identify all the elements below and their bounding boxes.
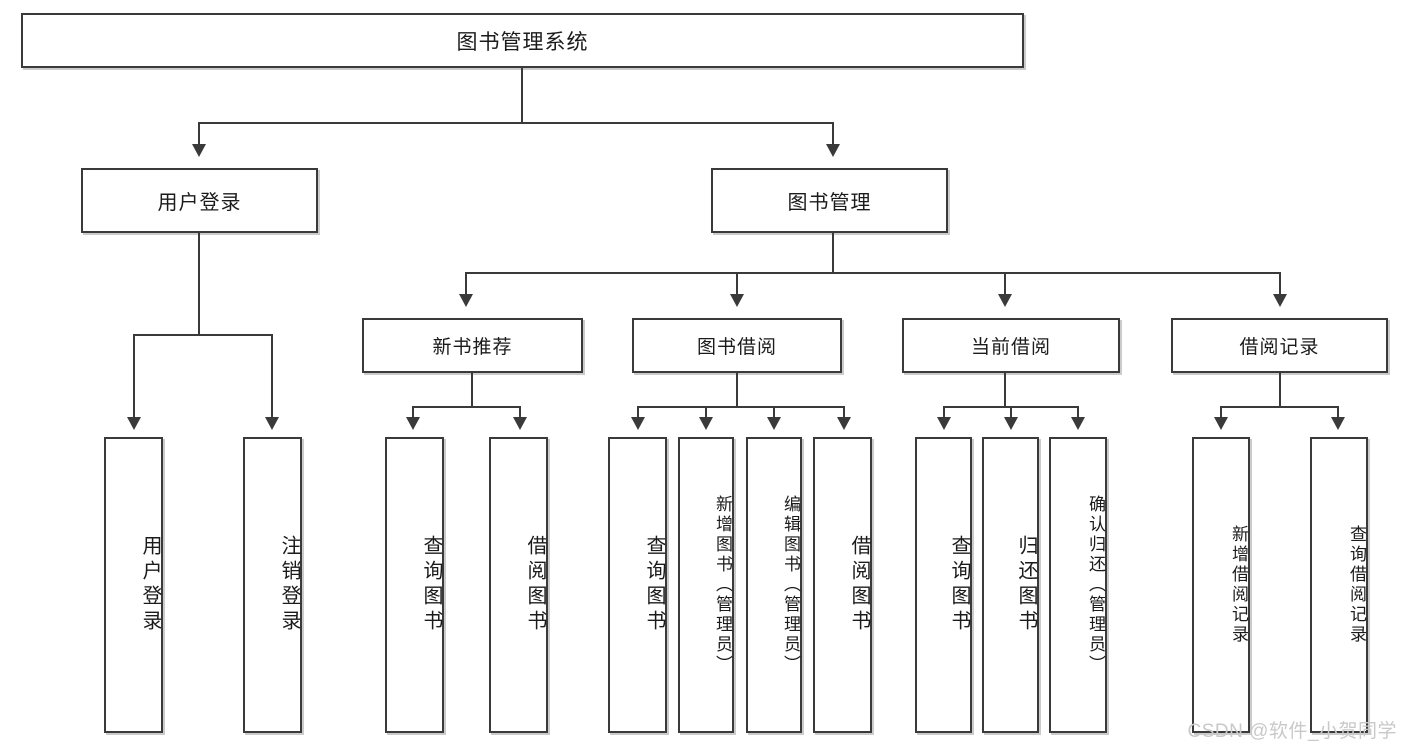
connector-current-borrow-drop-3: [1077, 406, 1079, 419]
leaf-label: 注销登录: [278, 535, 300, 635]
leaf-label: 借阅图书: [848, 535, 870, 635]
connector-borrow-record-bus: [1220, 406, 1338, 408]
node-root-system[interactable]: 图书管理系统: [21, 13, 1024, 68]
arrow-user-login-leaf-2: [265, 417, 279, 430]
node-book-manage[interactable]: 图书管理: [711, 168, 948, 233]
leaf-node-borrow-book-2[interactable]: 借阅图书: [813, 437, 872, 733]
arrow-root-to-user-login: [192, 144, 206, 157]
connector-book-manage-drop-2: [736, 272, 738, 296]
connector-book-manage-drop-1: [465, 272, 467, 296]
leaf-label: 借阅图书: [524, 535, 546, 635]
connector-current-borrow-drop-1: [943, 406, 945, 419]
arrow-new-book-leaf-1: [406, 417, 420, 430]
connector-root-to-user-login: [198, 122, 200, 146]
arrow-user-login-leaf-1: [127, 417, 141, 430]
leaf-node-user-logout[interactable]: 注销登录: [243, 437, 302, 733]
leaf-node-borrow-book-1[interactable]: 借阅图书: [489, 437, 548, 733]
connector-book-manage-drop-3: [1004, 272, 1006, 296]
arrow-new-book-leaf-2: [513, 417, 527, 430]
connector-user-login-drop-2: [271, 334, 273, 419]
leaf-label: 新增图书（管理员）: [713, 495, 732, 675]
connector-new-book-drop-2: [519, 406, 521, 419]
connector-root-stem: [521, 68, 523, 123]
connector-user-login-drop-1: [133, 334, 135, 419]
leaf-node-query-book-2[interactable]: 查询图书: [608, 437, 667, 733]
leaf-label: 查询图书: [643, 535, 665, 635]
arrow-borrow-record-leaf-1: [1214, 417, 1228, 430]
node-new-book-recommend[interactable]: 新书推荐: [362, 318, 583, 373]
connector-new-book-bus: [412, 406, 520, 408]
leaf-node-add-borrow-record[interactable]: 新增借阅记录: [1192, 437, 1250, 733]
leaf-node-edit-book[interactable]: 编辑图书（管理员）: [746, 437, 802, 733]
arrow-book-borrow-leaf-4: [837, 417, 851, 430]
node-label: 用户登录: [157, 192, 242, 214]
node-label: 新书推荐: [432, 337, 513, 358]
arrow-book-manage-to-borrow-record: [1273, 294, 1287, 307]
arrow-current-borrow-leaf-3: [1071, 417, 1085, 430]
connector-new-book-stem: [471, 373, 473, 407]
leaf-label: 查询图书: [948, 535, 970, 635]
arrow-borrow-record-leaf-2: [1331, 417, 1345, 430]
leaf-label: 用户登录: [139, 535, 161, 635]
arrow-root-to-book-manage: [826, 144, 840, 157]
connector-current-borrow-stem: [1004, 373, 1006, 407]
arrow-current-borrow-leaf-2: [1004, 417, 1018, 430]
arrow-book-manage-to-book-borrow: [730, 294, 744, 307]
connector-user-login-bus: [133, 334, 273, 336]
arrow-book-borrow-leaf-3: [767, 417, 781, 430]
connector-new-book-drop-1: [412, 406, 414, 419]
leaf-label: 查询借阅记录: [1347, 525, 1366, 645]
leaf-node-query-book-3[interactable]: 查询图书: [915, 437, 972, 733]
connector-borrow-record-drop-1: [1220, 406, 1222, 419]
connector-book-borrow-drop-1: [637, 406, 639, 419]
connector-book-manage-bus: [465, 272, 1280, 274]
connector-borrow-record-stem: [1279, 373, 1281, 407]
node-label: 图书借阅: [696, 337, 777, 358]
connector-book-borrow-drop-3: [773, 406, 775, 419]
connector-book-borrow-bus: [637, 406, 845, 408]
leaf-label: 查询图书: [420, 535, 442, 635]
leaf-label: 编辑图书（管理员）: [781, 495, 800, 675]
node-borrow-record[interactable]: 借阅记录: [1171, 318, 1388, 373]
leaf-node-confirm-return[interactable]: 确认归还（管理员）: [1049, 437, 1107, 733]
node-current-borrow[interactable]: 当前借阅: [902, 318, 1120, 373]
node-book-borrow[interactable]: 图书借阅: [632, 318, 842, 373]
node-user-login[interactable]: 用户登录: [81, 168, 318, 233]
leaf-node-query-borrow-record[interactable]: 查询借阅记录: [1310, 437, 1368, 733]
connector-book-borrow-drop-2: [705, 406, 707, 419]
leaf-label: 归还图书: [1015, 535, 1037, 635]
connector-book-manage-drop-4: [1279, 272, 1281, 296]
arrow-book-borrow-leaf-2: [699, 417, 713, 430]
leaf-label: 新增借阅记录: [1229, 525, 1248, 645]
arrow-book-manage-to-new-book: [459, 294, 473, 307]
arrow-book-manage-to-current-borrow: [998, 294, 1012, 307]
leaf-node-user-login[interactable]: 用户登录: [104, 437, 163, 733]
connector-book-borrow-stem: [736, 373, 738, 407]
arrow-book-borrow-leaf-1: [631, 417, 645, 430]
connector-book-manage-stem: [832, 233, 834, 273]
connector-current-borrow-drop-2: [1010, 406, 1012, 419]
node-label: 当前借阅: [970, 337, 1051, 358]
connector-book-borrow-drop-4: [843, 406, 845, 419]
leaf-node-query-book-1[interactable]: 查询图书: [385, 437, 444, 733]
connector-root-bus: [198, 122, 834, 124]
leaf-label: 确认归还（管理员）: [1086, 495, 1105, 675]
node-label: 图书管理系统: [456, 30, 589, 54]
connector-root-to-book-manage: [832, 122, 834, 146]
node-label: 图书管理: [787, 192, 872, 214]
connector-borrow-record-drop-2: [1337, 406, 1339, 419]
arrow-current-borrow-leaf-1: [937, 417, 951, 430]
connector-user-login-stem: [198, 233, 200, 335]
leaf-node-return-book[interactable]: 归还图书: [982, 437, 1039, 733]
leaf-node-add-book[interactable]: 新增图书（管理员）: [678, 437, 734, 733]
node-label: 借阅记录: [1239, 337, 1320, 358]
